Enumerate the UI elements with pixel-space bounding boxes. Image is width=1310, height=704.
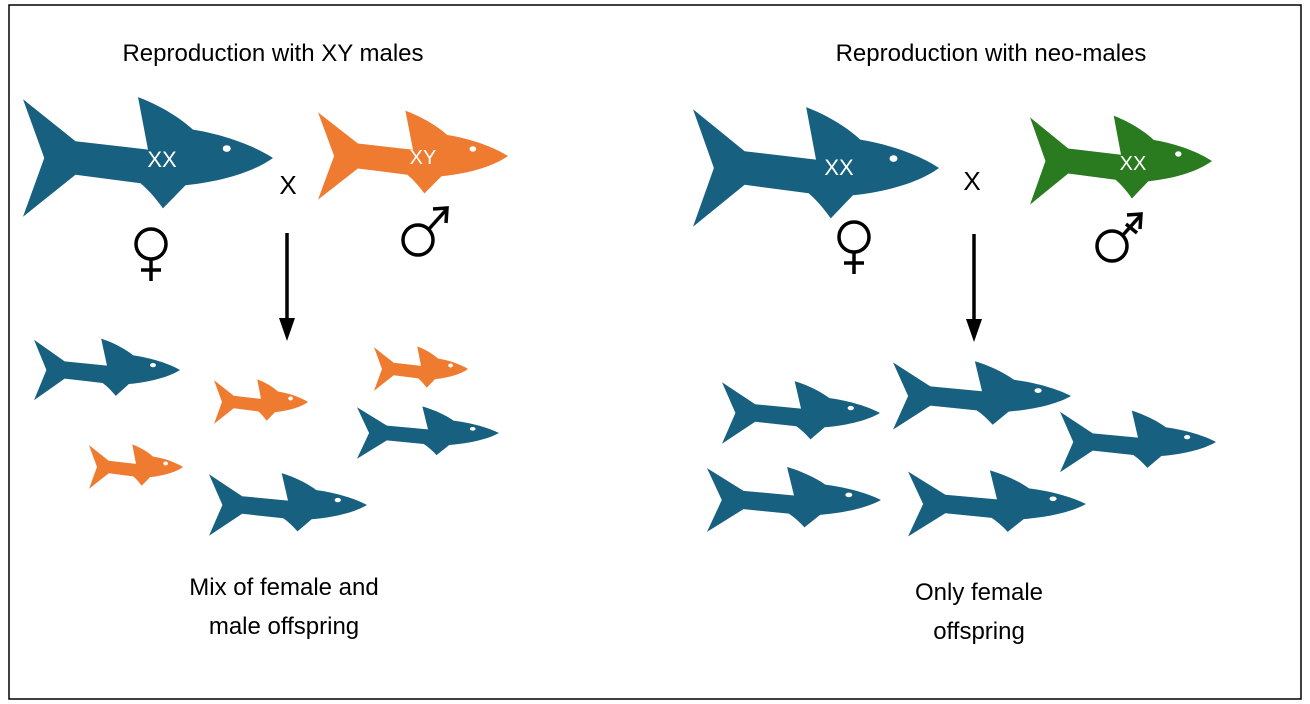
fish-eye	[223, 145, 231, 152]
left-caption-line1: Mix of female and	[189, 574, 378, 601]
right-male-fish-label: XX	[1120, 153, 1147, 175]
right-caption-line2: offspring	[933, 618, 1025, 645]
right-cross-symbol: X	[963, 166, 980, 196]
left-caption-line2: male offspring	[209, 613, 359, 640]
left-cross-symbol: X	[279, 170, 296, 200]
left-panel-title: Reproduction with XY males	[122, 40, 423, 67]
fish-eye	[890, 155, 898, 162]
left-male-fish-label: XY	[410, 147, 437, 169]
right-caption-line1: Only female	[915, 579, 1043, 606]
fish-eye	[1175, 151, 1181, 156]
left-female-fish-label: XX	[147, 147, 177, 172]
fish-eye	[470, 146, 477, 151]
right-female-fish-label: XX	[824, 155, 854, 180]
right-panel-title: Reproduction with neo-males	[836, 40, 1147, 67]
